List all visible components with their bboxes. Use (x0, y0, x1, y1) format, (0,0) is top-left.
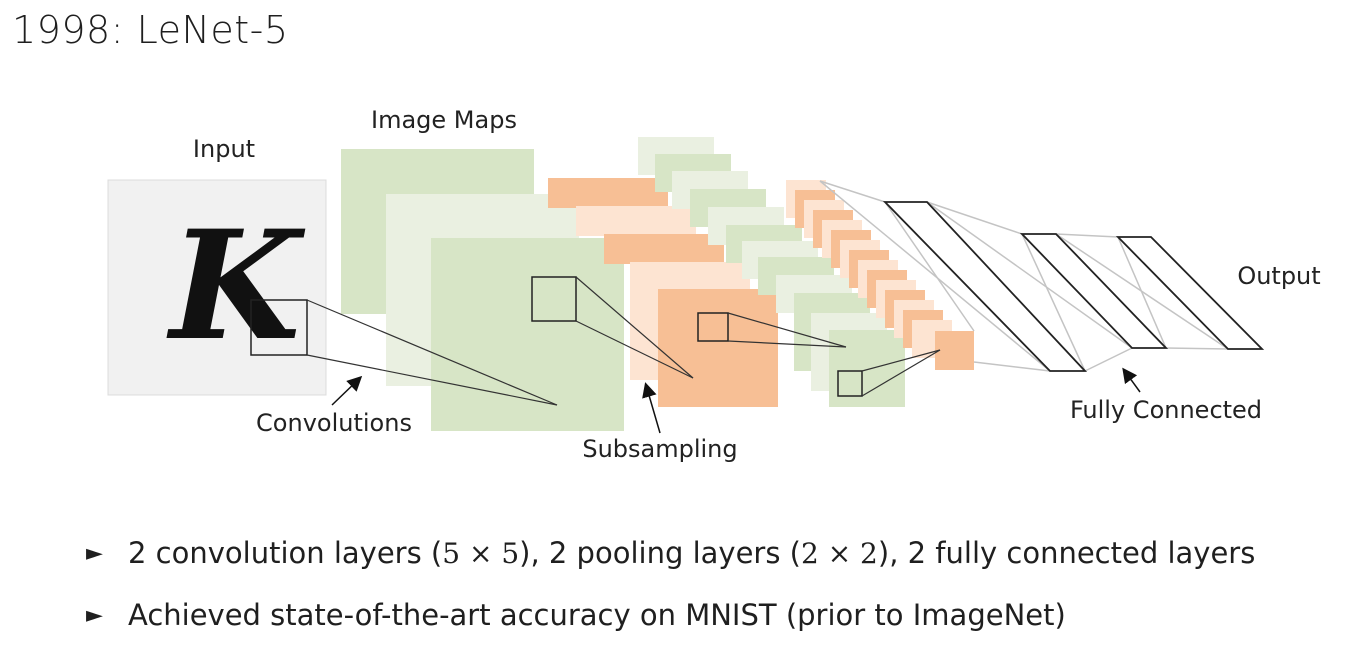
bullet-text: Achieved state-of-the-art accuracy on MN… (128, 598, 1066, 632)
conv1-projection-line (306, 354, 558, 406)
pool1-projection-line (575, 320, 694, 379)
input-receptive-field (250, 299, 308, 356)
fc-connection-lines (819, 180, 1229, 372)
pool2-projection-line (861, 349, 941, 372)
image-maps-label: Image Maps (371, 106, 517, 134)
fc-layer-1 (882, 201, 1088, 372)
input-label: Input (193, 135, 255, 163)
fully-connected-label: Fully Connected (1070, 396, 1262, 424)
pool2-maps (786, 180, 974, 370)
conv2-projection-line (727, 312, 847, 348)
pool1-window (697, 312, 729, 342)
kernel-size-math: 5 × 5 (442, 537, 520, 570)
output-label: Output (1237, 262, 1320, 290)
subsampling-arrow (642, 382, 661, 434)
pool2-projection-line (861, 349, 941, 397)
convolutions-arrow (331, 375, 363, 406)
subsampling-label: Subsampling (582, 435, 737, 463)
conv2-map-front (829, 330, 905, 407)
pool1-map (548, 178, 668, 208)
pool1-map (604, 234, 724, 264)
convolutions-label: Convolutions (256, 409, 412, 437)
bullet-triangle-icon: ► (86, 602, 103, 628)
bullet-list: ► 2 convolution layers (5 × 5), 2 poolin… (86, 522, 1255, 646)
pool2-map-front (935, 331, 974, 370)
lenet-architecture-diagram: K (107, 106, 1321, 463)
bullet-item: ► 2 convolution layers (5 × 5), 2 poolin… (86, 522, 1255, 584)
fully-connected-arrow (1122, 367, 1141, 393)
conv2-window (837, 370, 863, 397)
bullet-text: 2 convolution layers (5 × 5), 2 pooling … (128, 536, 1256, 570)
pool1-map (576, 206, 696, 236)
conv1-map-front (431, 238, 624, 431)
fc-layer-2 (1019, 233, 1169, 349)
bullet-item: ► Achieved state-of-the-art accuracy on … (86, 584, 1255, 646)
bullet-triangle-icon: ► (86, 540, 103, 566)
pool1-map-front (658, 289, 778, 407)
output-layer (1115, 236, 1265, 350)
conv1-window (531, 276, 577, 322)
input-glyph: K (166, 198, 306, 374)
conv1-projection-line (306, 299, 558, 406)
pool1-projection-line (575, 276, 694, 379)
input-image-box (107, 179, 327, 396)
conv2-projection-line (727, 340, 847, 348)
pool-size-math: 2 × 2 (800, 537, 878, 570)
slide-title: 1998: LeNet-5 (12, 8, 289, 52)
